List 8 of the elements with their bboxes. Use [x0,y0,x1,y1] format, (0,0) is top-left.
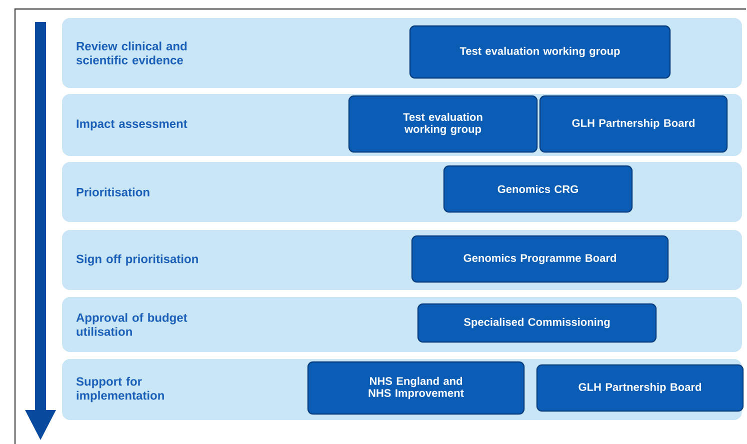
group-box: Test evaluation working group [409,25,671,79]
group-box: Genomics Programme Board [411,235,669,283]
group-box: GLH Partnership Board [536,364,744,412]
group-box: Test evaluation working group [348,95,538,153]
group-box: GLH Partnership Board [539,95,728,153]
group-box: NHS England and NHS Improvement [307,361,525,415]
group-box: Genomics CRG [443,165,633,213]
group-box: Specialised Commissioning [417,303,657,343]
